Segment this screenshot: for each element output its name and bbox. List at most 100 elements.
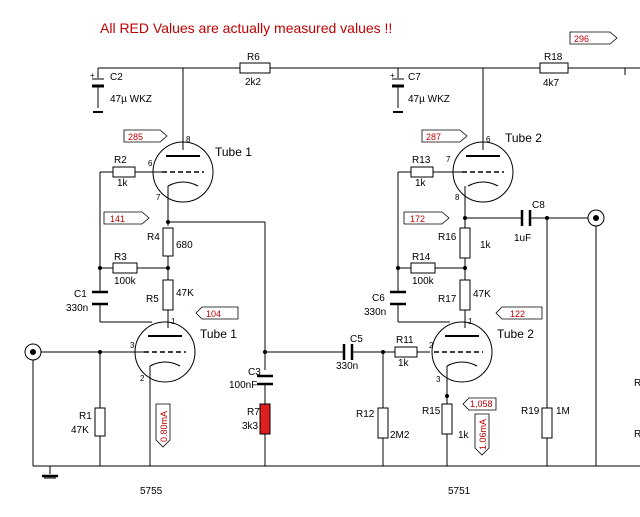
measured-tag-t1-current: [155, 403, 171, 448]
measured-t1-cathode: 141: [110, 214, 125, 224]
pin-label: 7: [446, 155, 451, 164]
r15-ref: R15: [422, 406, 441, 417]
resistor-r17: [459, 279, 471, 311]
c1-value: 330n: [66, 303, 88, 314]
r18-value: 4k7: [543, 78, 560, 89]
c2-ref: C2: [110, 72, 123, 83]
measured-t2-plate: 287: [426, 132, 441, 142]
pin-label: 7: [156, 193, 161, 202]
r7-ref: R7: [247, 407, 260, 418]
tube-1-upper: [152, 68, 214, 215]
pin-label: 6: [148, 159, 153, 168]
r16-ref: R16: [438, 232, 457, 243]
r12-ref: R12: [356, 409, 375, 420]
r7-value: 3k3: [242, 421, 259, 432]
measured-tag-t1-plate: [123, 129, 168, 143]
measured-supply: 296: [574, 34, 589, 44]
resistor-r18: [539, 62, 569, 74]
r3-value: 100k: [114, 276, 137, 287]
measured-t1-lower-plate: 104: [206, 309, 221, 319]
measured-tag-t1-cathode: [103, 211, 150, 225]
c7-ref: C7: [408, 72, 421, 83]
measured-t2-lower-plate: 122: [510, 309, 525, 319]
tube-2-upper-label: Tube 2: [505, 131, 542, 145]
pin-label: 8: [186, 135, 191, 144]
pin-label: 1: [171, 317, 176, 326]
measured-tag-t1-lower-plate: [195, 306, 239, 320]
input-jack-icon: [24, 343, 144, 466]
r13-ref: R13: [412, 155, 431, 166]
r4-ref: R4: [147, 232, 160, 243]
measured-tag-t2-current: [474, 413, 490, 456]
resistor-r1: [94, 407, 106, 437]
tube-1-lower-label: Tube 1: [200, 327, 237, 341]
r17-value: 47K: [473, 289, 491, 300]
r5-value: 47K: [176, 288, 194, 299]
c2-value: 47µ WKZ: [110, 94, 152, 105]
r17-ref: R17: [438, 294, 457, 305]
pin-label: 2: [429, 341, 434, 350]
r15-value: 1k: [458, 430, 470, 441]
measured-tag-t2-plate: [421, 129, 468, 143]
r3-ref: R3: [114, 252, 127, 263]
measured-t2-cathode: 172: [410, 214, 425, 224]
tube-1-upper-label: Tube 1: [215, 145, 252, 159]
c3-ref: C3: [248, 367, 261, 378]
stage1-tube-type: 5755: [140, 486, 163, 497]
measured-tag-t2-lower-plate: [495, 306, 543, 320]
capacitor-c7: +: [390, 68, 404, 113]
resistor-r5: [162, 279, 174, 311]
resistor-r15: [441, 403, 453, 435]
svg-text:R: R: [634, 429, 640, 440]
resistor-r2: [112, 166, 136, 178]
c6-ref: C6: [372, 293, 385, 304]
r11-ref: R11: [396, 335, 414, 346]
resistor-r16: [459, 227, 471, 259]
r6-ref: R6: [247, 52, 260, 63]
resistor-r11: [394, 346, 418, 358]
r18-ref: R18: [544, 52, 563, 63]
tube-2-lower: [431, 321, 493, 404]
c3-value: 100nF: [229, 380, 257, 391]
capacitor-c2: +: [90, 68, 104, 113]
r5-ref: R5: [146, 294, 159, 305]
resistor-r3: [112, 262, 138, 274]
resistor-r14: [410, 262, 436, 274]
r6-value: 2k2: [245, 77, 262, 88]
ground-rail: [33, 465, 640, 478]
r14-value: 100k: [412, 276, 435, 287]
pin-label: 1: [468, 317, 473, 326]
svg-text:+: +: [90, 71, 95, 80]
resistor-r13: [410, 166, 434, 178]
resistor-r7: [259, 403, 271, 435]
measured-tag-supply: [569, 31, 618, 45]
r19-value: 1M: [556, 406, 570, 417]
resistor-r12: [377, 407, 389, 439]
tube-2-lower-label: Tube 2: [497, 327, 534, 341]
measured-t2-cathode-v: 1,058: [470, 399, 493, 409]
pin-label: 3: [436, 375, 441, 384]
r2-value: 1k: [117, 178, 129, 189]
tube-2-upper: [452, 68, 514, 228]
header-note: All RED Values are actually measured val…: [100, 20, 392, 36]
c5-value: 330n: [336, 361, 358, 372]
pin-label: 8: [455, 193, 460, 202]
r14-ref: R14: [412, 252, 431, 263]
resistor-r19: [541, 407, 553, 439]
c5-ref: C5: [350, 334, 363, 345]
c8-value: 1uF: [514, 233, 531, 244]
c1-ref: C1: [74, 289, 87, 300]
stage2-tube-type: 5751: [448, 486, 471, 497]
r12-value: 2M2: [390, 430, 410, 441]
svg-text:R: R: [634, 378, 640, 389]
r11-value: 1k: [398, 358, 410, 369]
measured-t2-current: 1.06mA: [478, 419, 488, 450]
measured-tag-t2-cathode-v: [462, 397, 497, 411]
r16-value: 1k: [480, 240, 492, 251]
c6-value: 330n: [364, 307, 386, 318]
measured-t1-plate: 285: [128, 132, 143, 142]
resistor-r6: [239, 62, 271, 74]
resistor-r4: [162, 227, 174, 257]
r1-value: 47K: [71, 425, 89, 436]
